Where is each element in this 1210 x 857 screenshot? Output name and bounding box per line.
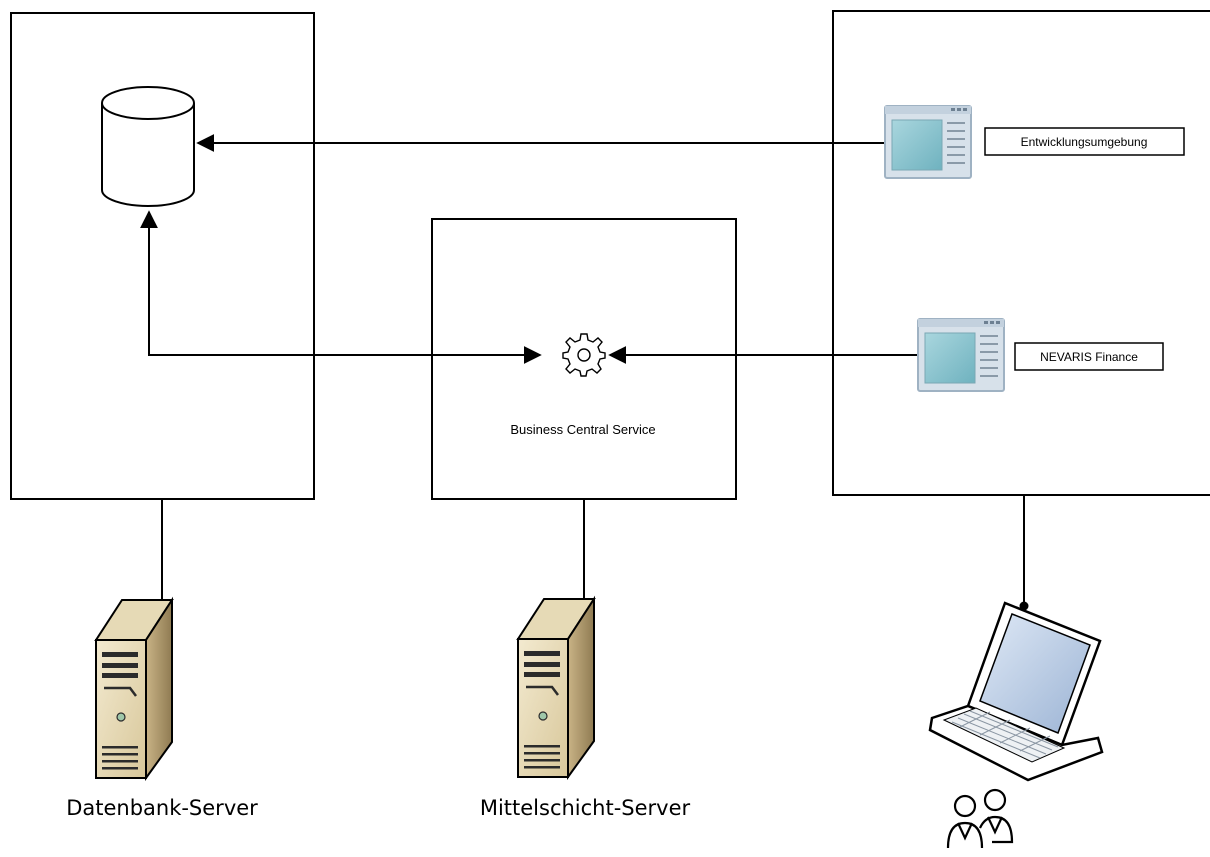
laptop-icon [928,601,1104,782]
database-server-label: Datenbank-Server [66,796,258,820]
middle-tier-server-label: Mittelschicht-Server [480,796,691,820]
dev-environment-label: Entwicklungsumgebung [1021,135,1148,149]
gear-icon [562,333,606,377]
users-icon [946,788,1014,849]
connector-service-database [140,210,542,364]
dev-environment-label-box: Entwicklungsumgebung [984,127,1185,156]
service-label: Business Central Service [510,422,655,437]
nevaris-finance-window-icon [917,318,1005,392]
database-cylinder-icon [101,86,195,207]
middle-tier-server-tower-icon [516,597,596,779]
client-link-dot [1019,601,1029,611]
nevaris-finance-label-box: NEVARIS Finance [1014,342,1164,371]
database-server-box [10,12,315,500]
database-server-tower-icon [94,598,174,780]
middle-tier-server-box [431,218,737,500]
dev-environment-window-icon [884,105,972,179]
nevaris-finance-label: NEVARIS Finance [1040,350,1138,364]
client-box [832,10,1210,496]
